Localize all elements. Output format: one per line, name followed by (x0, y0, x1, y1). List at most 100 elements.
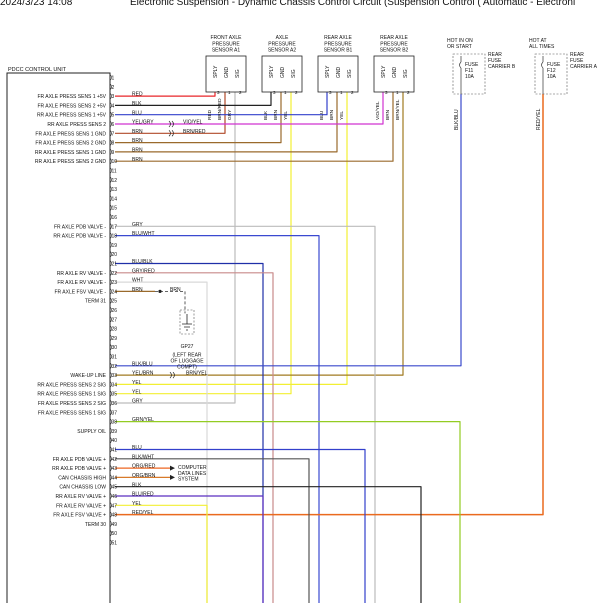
pin-number-28: 28 (112, 327, 118, 333)
pin-number-19: 19 (112, 243, 118, 249)
sensor-2-wire-label: BRN (273, 109, 279, 120)
fuse-1-rating: FUSE (465, 62, 479, 68)
pin-number-35: 35 (112, 392, 118, 398)
pin-label-18: RR AXLE PDB VALVE - (53, 234, 106, 240)
pin-label-35: RR AXLE PRESS SENS 1 SIG (37, 392, 106, 398)
pin-label-17: FR AXLE PDB VALVE - (54, 224, 106, 230)
wire-blured-46 (115, 495, 264, 603)
sensor-4-box (373, 55, 415, 93)
wire-gry-valve (115, 225, 376, 603)
wire-blublk-valve (115, 262, 264, 603)
pin-number-22: 22 (112, 271, 118, 277)
wire-blk-a2-sply (115, 92, 272, 106)
fuse-1-rating: 10A (465, 74, 475, 80)
pin-bracket-45 (109, 483, 112, 491)
pin-bracket-11 (109, 167, 112, 174)
pin-bracket-49 (109, 520, 112, 528)
wire-label-48: RED/YEL (132, 510, 154, 516)
wire-brn-b1-gnd (115, 92, 338, 153)
pin-bracket-23 (109, 278, 112, 286)
wire-label-23: WHT (132, 278, 143, 284)
sensor-2-pin-number: 3 (273, 90, 276, 95)
pin-number-34: 34 (112, 382, 118, 388)
wire-yel-a2-sig (115, 92, 292, 395)
wire-label-24: BRN (132, 287, 143, 293)
wire-label-41: BLU (132, 445, 142, 451)
pin-label-6: RR AXLE PRESS SENS 2 (47, 122, 106, 128)
pin-bracket-29 (109, 334, 112, 342)
pin-label-36: FR AXLE PRESS SENS 2 SIG (38, 401, 106, 407)
wire-bluwht-valve (115, 235, 320, 603)
pin-bracket-32 (109, 362, 112, 370)
sensor-4-wire-label: BRN/YEL (395, 99, 401, 120)
wire-yel-b1-sig (115, 92, 348, 385)
sensor-4-name-line: PRESSURE (380, 41, 408, 47)
pin-label-42: FR AXLE PDB VALVE + (53, 457, 106, 463)
diagram-title: Electronic Suspension - Dynamic Chassis … (130, 0, 576, 8)
fuse-2-rating: FUSE (547, 62, 561, 68)
pin-bracket-44 (109, 473, 112, 481)
pin-number-49: 49 (112, 522, 118, 528)
ground-symbol (182, 314, 192, 331)
wire-label-46: BLU/RED (132, 492, 154, 498)
can-arrow-1 (170, 465, 175, 471)
sensor-1-wire-label: RED (207, 109, 213, 120)
pin-label-43: RR AXLE PDB VALVE + (52, 466, 106, 472)
pin-number-31: 31 (112, 355, 118, 361)
sensor-1-name-line: SENSOR A1 (212, 48, 241, 54)
fuse-2-carrier-label: FUSE (570, 58, 584, 64)
pin-number-20: 20 (112, 252, 118, 258)
sensor-1-wire-label: GRY (227, 109, 233, 120)
pin-number-40: 40 (112, 438, 118, 444)
wire-label-47: YEL (132, 501, 142, 507)
pin-bracket-19 (109, 241, 112, 249)
sensor-1-box (205, 55, 247, 93)
wire-wht-valve (115, 281, 208, 603)
fuse-1-carrier-label: CARRIER B (488, 64, 516, 70)
sensor-2-wire-label: BLK (263, 110, 269, 120)
pin-bracket-46 (109, 492, 112, 500)
pin-number-25: 25 (112, 299, 118, 305)
pin-bracket-24 (109, 287, 112, 295)
sensor-2-pin-sply: SPLY (269, 65, 275, 78)
pin-bracket-30 (109, 343, 112, 351)
pin-bracket-38 (109, 418, 112, 426)
pin-bracket-14 (109, 194, 112, 202)
splice-label-brnred: BRN/RED (183, 129, 206, 135)
pin-number-51: 51 (112, 541, 118, 547)
inline-connector-mark (168, 130, 174, 137)
pin-number-41: 41 (112, 448, 118, 454)
sensor-2-pin-sig: SIG (291, 69, 297, 78)
sensor-4-pin-sply: SPLY (381, 65, 387, 78)
sensor-1-pin-number: 1 (228, 90, 231, 95)
wire-label-17: GRY (132, 222, 143, 228)
splice-label-brnyel: BRN/YEL (186, 371, 208, 377)
sensor-4-pin-number: 1 (396, 90, 399, 95)
pin-number-43: 43 (112, 466, 118, 472)
wire-blkblu-fuse-f11 (115, 94, 462, 367)
pin-number-26: 26 (112, 308, 118, 314)
fuse-1-carrier-label: REAR (488, 52, 502, 58)
sensor-3-wire-label: BLU (319, 110, 325, 120)
fuse-1-rating: F11 (465, 68, 473, 74)
can-reference: COMPUTER (178, 465, 207, 471)
fuse-1-carrier-box (452, 53, 486, 95)
sensor-2-pin-number: 2 (295, 90, 298, 95)
pin-label-7: FR AXLE PRESS SENS 1 GND (35, 131, 106, 137)
pin-label-44: CAN CHASSIS HIGH (58, 475, 106, 481)
can-reference: DATA LINES (178, 471, 207, 477)
pin-number-17: 17 (112, 224, 118, 230)
pin-label-39: SUPPLY OIL (77, 429, 106, 435)
pin-bracket-41 (109, 446, 112, 453)
pin-number-11: 11 (112, 169, 117, 175)
sensor-2-pin-gnd: GND (280, 67, 286, 79)
pin-bracket-2 (109, 83, 112, 91)
pin-number-24: 24 (112, 289, 118, 295)
pin-label-8: FR AXLE PRESS SENS 2 GND (35, 141, 106, 147)
pin-bracket-12 (109, 176, 112, 184)
pin-number-12: 12 (112, 178, 118, 184)
pdcc-control-unit-box (6, 72, 111, 603)
sensor-1-wire-label: BRN/RED (217, 98, 223, 120)
pin-bracket-7 (109, 129, 112, 137)
pin-number-30: 30 (112, 345, 118, 351)
